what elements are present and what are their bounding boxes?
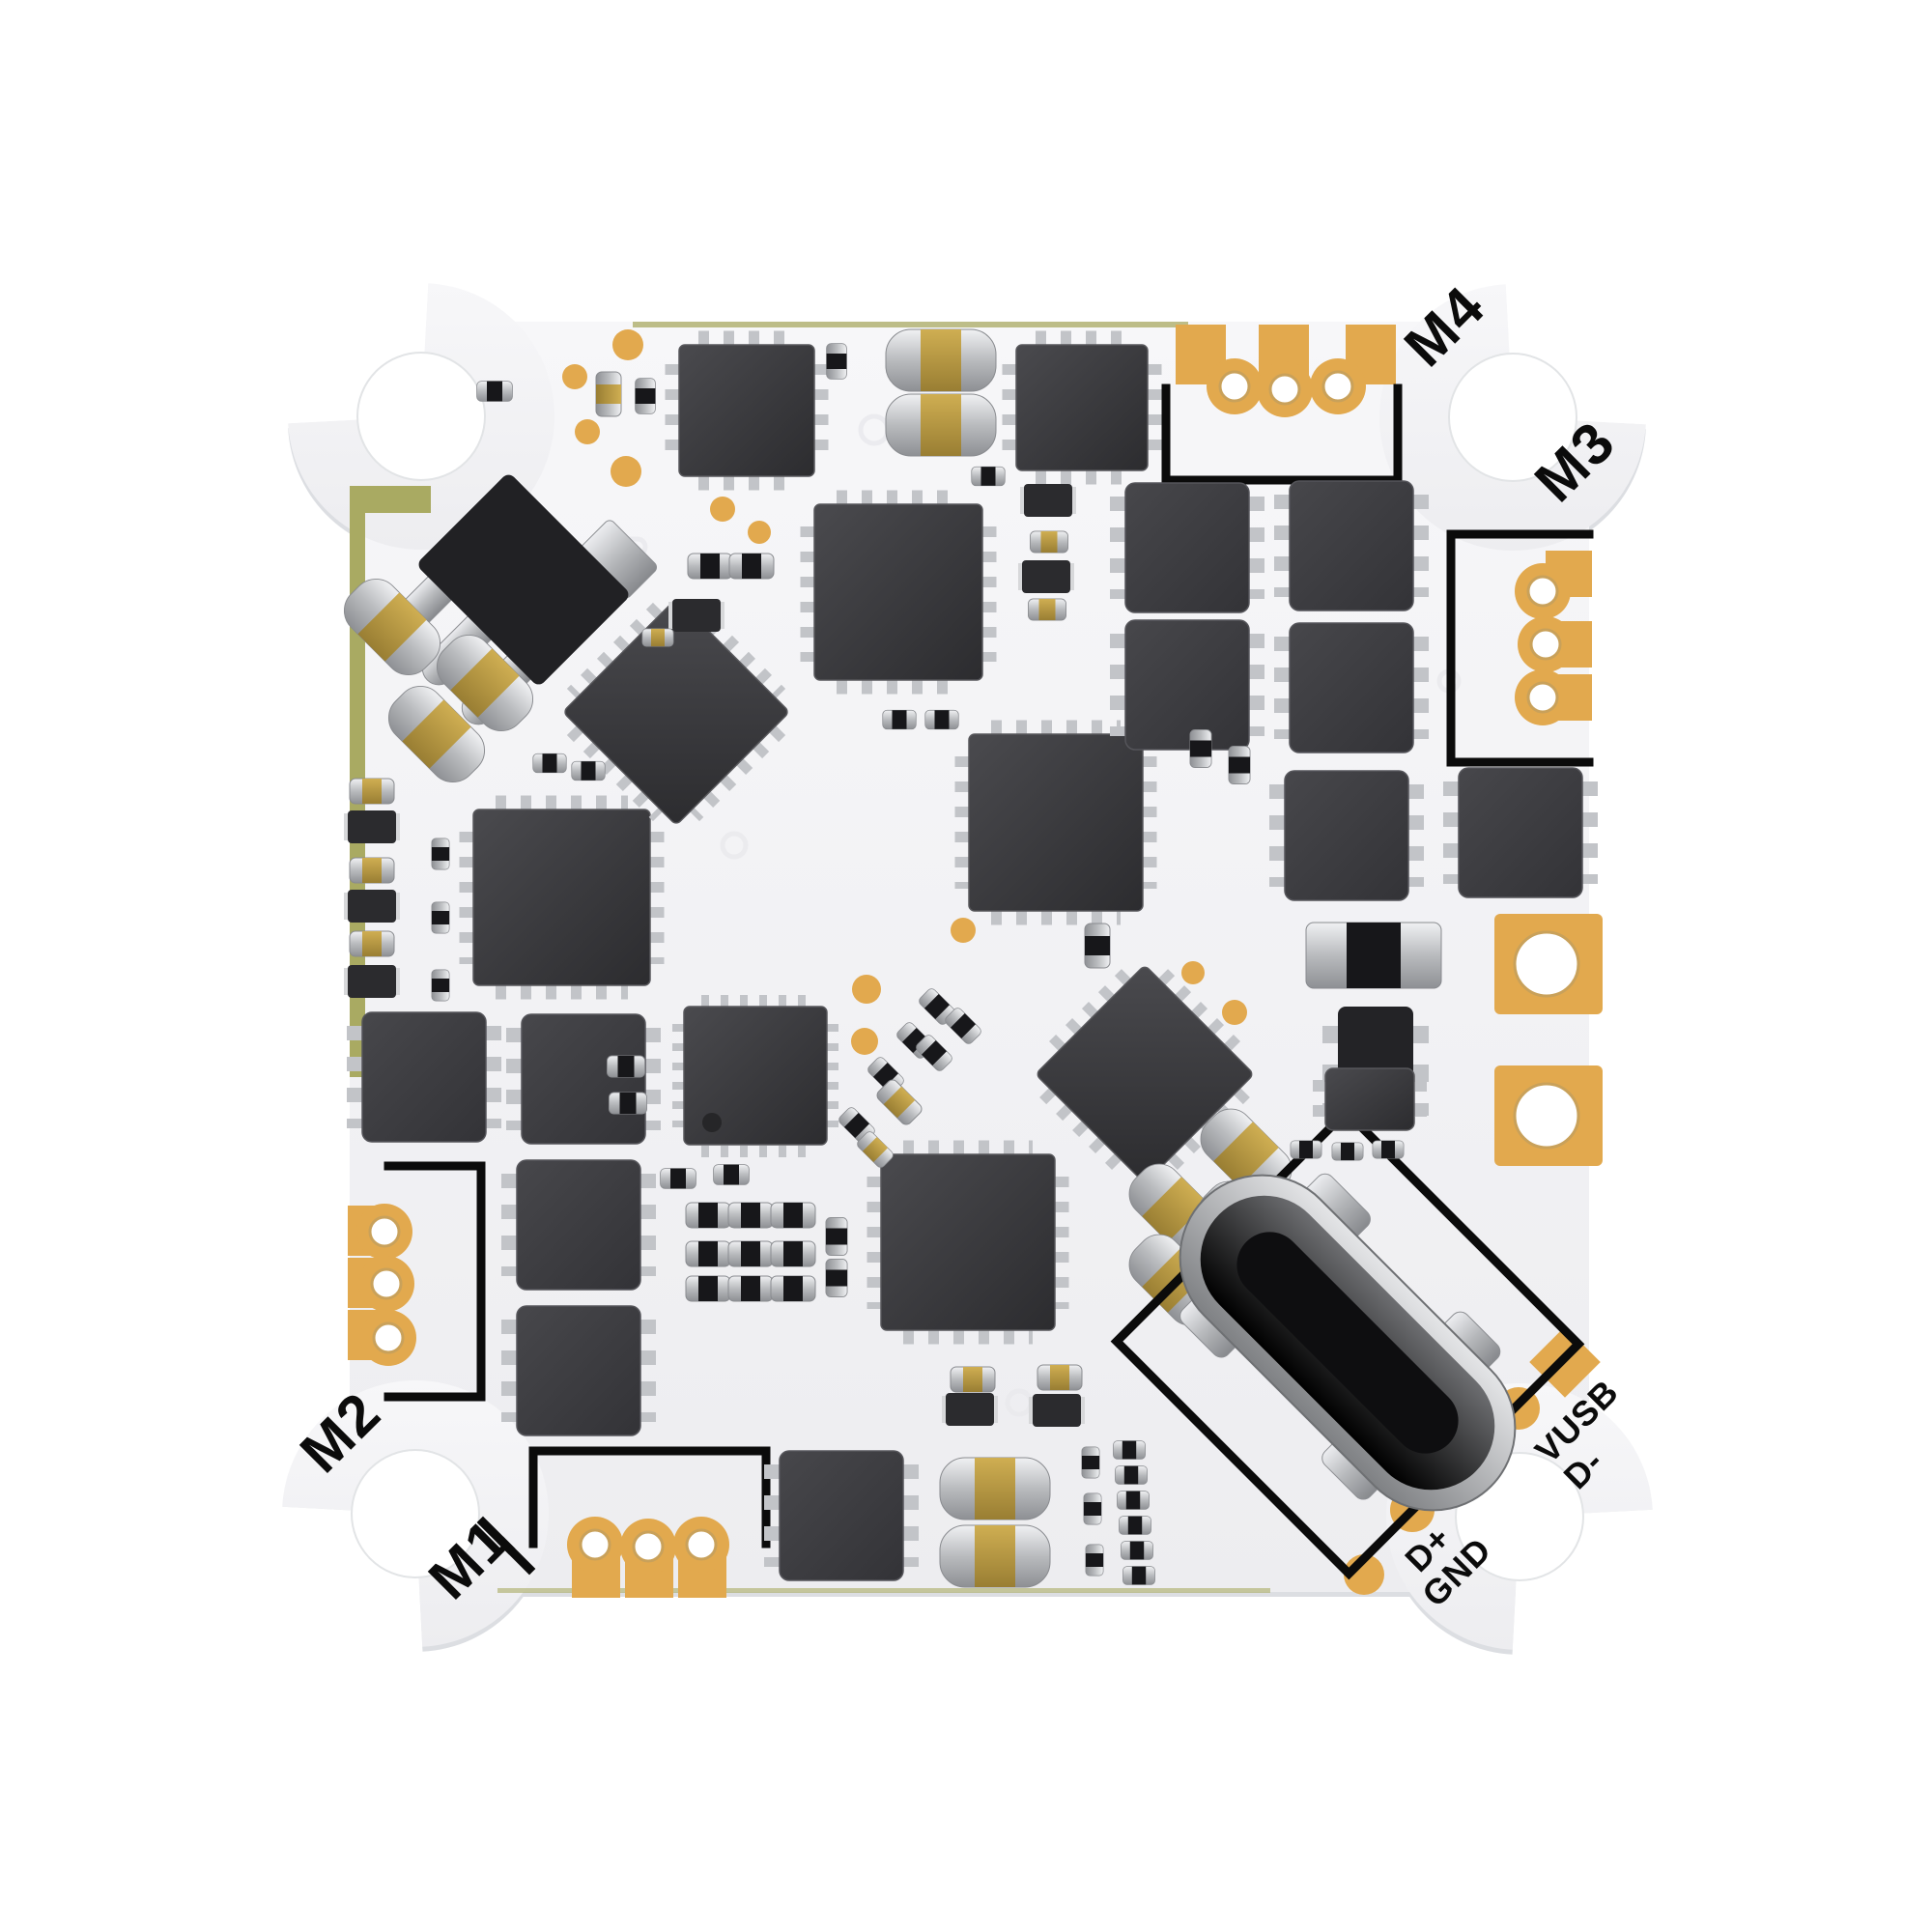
mosfet-ic xyxy=(1118,620,1257,750)
mosfet-ic xyxy=(772,1451,911,1580)
main-mcu-ic xyxy=(954,720,1157,925)
capacitor xyxy=(939,1457,1051,1520)
motor-pad-group-m3 xyxy=(1513,551,1592,727)
qfp-ic xyxy=(867,1140,1069,1345)
battery-pads xyxy=(1494,914,1603,1166)
mosfet-ic xyxy=(1282,623,1421,753)
soic-ic xyxy=(1313,1067,1427,1131)
mounting-hole-top-left xyxy=(356,352,486,481)
qfp-ic xyxy=(800,490,997,695)
shunt-resistor xyxy=(1305,922,1442,989)
mosfet-ic xyxy=(355,1012,494,1142)
capacitor xyxy=(885,328,997,392)
motor-pad-group-m2 xyxy=(348,1202,418,1368)
silkscreen-bracket-m4 xyxy=(1161,384,1403,485)
mosfet-ic xyxy=(1118,483,1257,612)
qfp-ic xyxy=(459,795,665,1000)
silkscreen-bracket-m2 xyxy=(384,1161,486,1402)
mounting-hole-bottom-left xyxy=(351,1449,480,1578)
qfn-ic xyxy=(1002,330,1162,485)
usb-c-connector xyxy=(1110,1105,1585,1580)
mosfet-ic xyxy=(514,1014,653,1144)
mounting-hole-top-right xyxy=(1448,353,1577,482)
rotated-qfp-ic xyxy=(564,600,788,824)
mosfet-ic xyxy=(1282,481,1421,611)
mosfet-ic xyxy=(509,1160,648,1290)
mosfet-ic xyxy=(509,1306,648,1435)
motor-pad-group-m1 xyxy=(565,1515,731,1598)
motor-pad-group-m4 xyxy=(1176,325,1396,419)
silkscreen-bracket-m3 xyxy=(1446,529,1594,767)
usb-slot xyxy=(1236,1232,1459,1454)
mosfet-ic xyxy=(1451,768,1590,897)
capacitor xyxy=(885,393,997,457)
qfn-ic xyxy=(672,995,838,1157)
qfn-ic xyxy=(665,330,829,491)
mosfet-ic xyxy=(1277,771,1416,900)
rotated-qfp-ic xyxy=(1037,966,1253,1182)
capacitor xyxy=(939,1524,1051,1588)
